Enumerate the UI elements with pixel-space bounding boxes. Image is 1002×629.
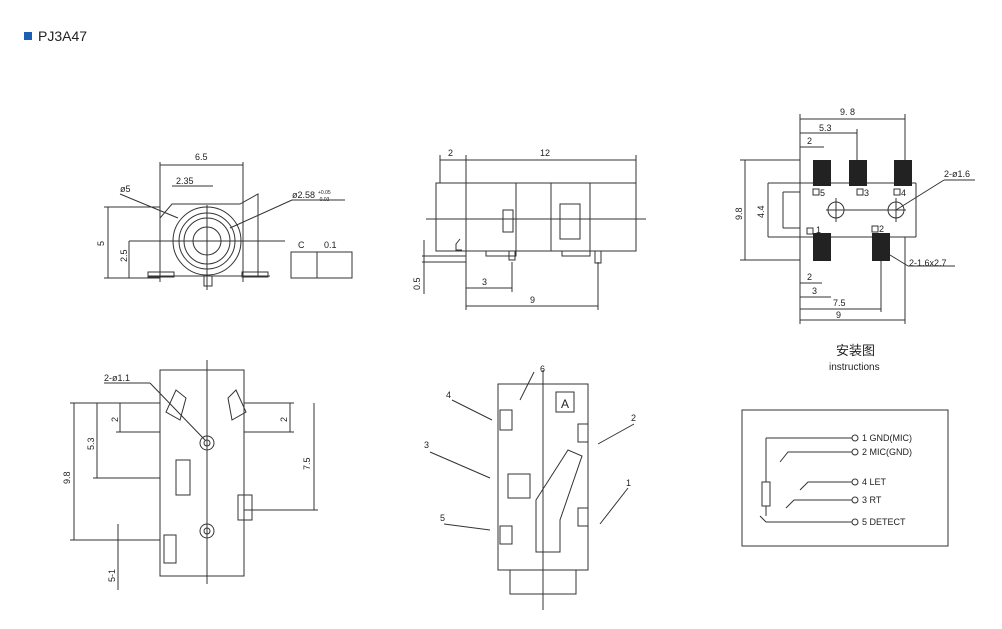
dim-width: 6.5 — [195, 152, 208, 162]
tv-pin-4: 4 — [446, 390, 451, 400]
fp-pin-3: 3 — [864, 188, 869, 198]
fp-w2: 5.3 — [819, 123, 832, 133]
page-title: PJ3A47 — [24, 28, 87, 44]
tol-upper: +0.05 — [318, 190, 331, 196]
dim-mid: 2.5 — [119, 249, 129, 262]
dim-half: 2.35 — [176, 176, 194, 186]
tv-pin-2: 2 — [631, 413, 636, 423]
legend-item-1: 1 GND(MIC) — [862, 433, 912, 443]
bottom-view: 2-ø1.1 9.8 5.3 2 2 7.5 5-1 — [62, 360, 318, 590]
bv-h: 9.8 — [62, 471, 72, 484]
tv-pin-3: 3 — [424, 440, 429, 450]
bv-y75: 7.5 — [302, 457, 312, 470]
tv-pin-5: 5 — [440, 513, 445, 523]
fp-h2: 4.4 — [756, 205, 766, 218]
dim-d-outer: ø5 — [120, 184, 131, 194]
legend-item-4: 3 RT — [862, 495, 882, 505]
fp-d2b: 2 — [807, 272, 812, 282]
bv-holes: 2-ø1.1 — [104, 373, 130, 383]
tv-label-a: A — [561, 397, 569, 411]
dim-p1: 3 — [482, 277, 487, 287]
legend-item-3: 4 LET — [862, 477, 887, 487]
top-view: A 6 4 3 5 2 1 — [424, 364, 636, 610]
tv-pin-1: 1 — [626, 478, 631, 488]
footprint-view: 9. 8 5.3 2 9.8 4.4 2-ø1.6 2-1.6x2.7 — [734, 107, 975, 373]
dim-height: 5 — [96, 241, 106, 246]
fp-pin-5: 5 — [820, 188, 825, 198]
fp-d9: 9 — [836, 310, 841, 320]
dim-front: 2 — [448, 148, 453, 158]
bv-y53: 5.3 — [86, 437, 96, 450]
front-view: 6.5 2.35 ø5 ø2.58 +0.05 -0.03 5 2.5 C 0.… — [96, 152, 353, 290]
bv-y2b: 2 — [279, 417, 289, 422]
c-val: 0.1 — [324, 240, 337, 250]
bv-tol: 5-1 — [107, 569, 117, 582]
bv-y2a: 2 — [110, 417, 120, 422]
dim-p2: 9 — [530, 295, 535, 305]
fp-d75: 7.5 — [833, 298, 846, 308]
fp-d2a: 2 — [807, 136, 812, 146]
fp-pad-size: 2-1.6x2.7 — [909, 258, 947, 268]
side-view: 2 12 0.5 3 9 — [412, 148, 646, 310]
fp-pin-2: 2 — [879, 224, 884, 234]
legend-schematic: 1 GND(MIC) 2 MIC(GND) 4 LET 3 RT 5 DETEC… — [741, 409, 949, 547]
title-bullet-icon — [24, 32, 32, 40]
fp-caption-en: instructions — [829, 362, 880, 373]
fp-h: 9.8 — [734, 207, 744, 220]
fp-d3: 3 — [812, 286, 817, 296]
legend-item-2: 2 MIC(GND) — [862, 447, 912, 457]
fp-caption-cn: 安装图 — [836, 343, 875, 358]
dim-d-inner: ø2.58 — [292, 190, 315, 200]
fp-w: 9. 8 — [840, 107, 855, 117]
fp-hole: 2-ø1.6 — [944, 169, 970, 179]
fp-pin-1: 1 — [816, 225, 821, 235]
legend-item-5: 5 DETECT — [862, 517, 906, 527]
c-label: C — [298, 240, 305, 250]
title-text: PJ3A47 — [38, 28, 88, 44]
tv-pin-6: 6 — [540, 364, 545, 374]
dim-h: 0.5 — [412, 277, 422, 290]
fp-pin-4: 4 — [901, 188, 906, 198]
dim-len: 12 — [540, 148, 550, 158]
